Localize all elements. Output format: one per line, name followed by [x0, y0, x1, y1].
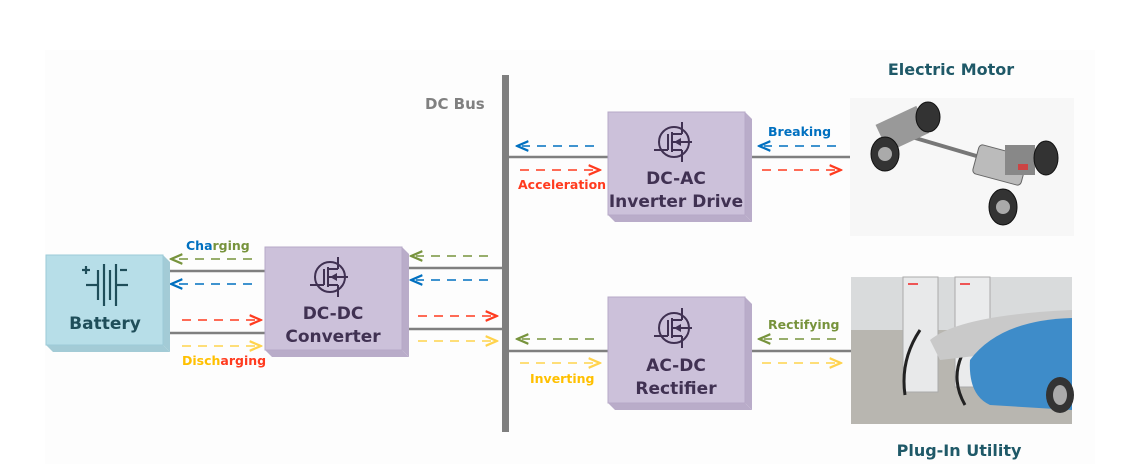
dcdc-converter-block: DC-DC Converter: [264, 246, 409, 357]
connection-lines: [163, 155, 852, 353]
dcac-line1: DC-AC: [646, 169, 706, 189]
dc-bus-label: DC Bus: [425, 95, 485, 113]
battery-block: Battery: [45, 254, 170, 352]
charging-label: Charging: [186, 238, 250, 253]
battery-icon: [82, 264, 128, 306]
acdc-line2: Rectifier: [635, 379, 717, 399]
electric-motor-title: Electric Motor: [888, 60, 1014, 79]
electric-motor-image: [850, 98, 1074, 236]
plug-in-utility-title: Plug-In Utility: [897, 441, 1022, 460]
rectifying-label: Rectifying: [768, 317, 840, 332]
charging-station-image: [851, 276, 1074, 424]
discharging-label: Discharging: [182, 353, 266, 368]
flow-arrows: [176, 146, 836, 363]
dcdc-line1: DC-DC: [303, 304, 364, 324]
inverting-label: Inverting: [530, 371, 594, 386]
acdc-rectifier-block: AC-DC Rectifier: [607, 296, 752, 410]
acdc-line1: AC-DC: [646, 356, 706, 376]
battery-label: Battery: [69, 314, 141, 334]
acceleration-label: Acceleration: [518, 177, 606, 192]
breaking-label: Breaking: [768, 124, 831, 139]
dcdc-line2: Converter: [285, 327, 381, 347]
dcac-line2: Inverter Drive: [609, 192, 743, 212]
dcac-inverter-block: DC-AC Inverter Drive: [607, 111, 752, 222]
dc-bus-bar: [502, 75, 509, 432]
